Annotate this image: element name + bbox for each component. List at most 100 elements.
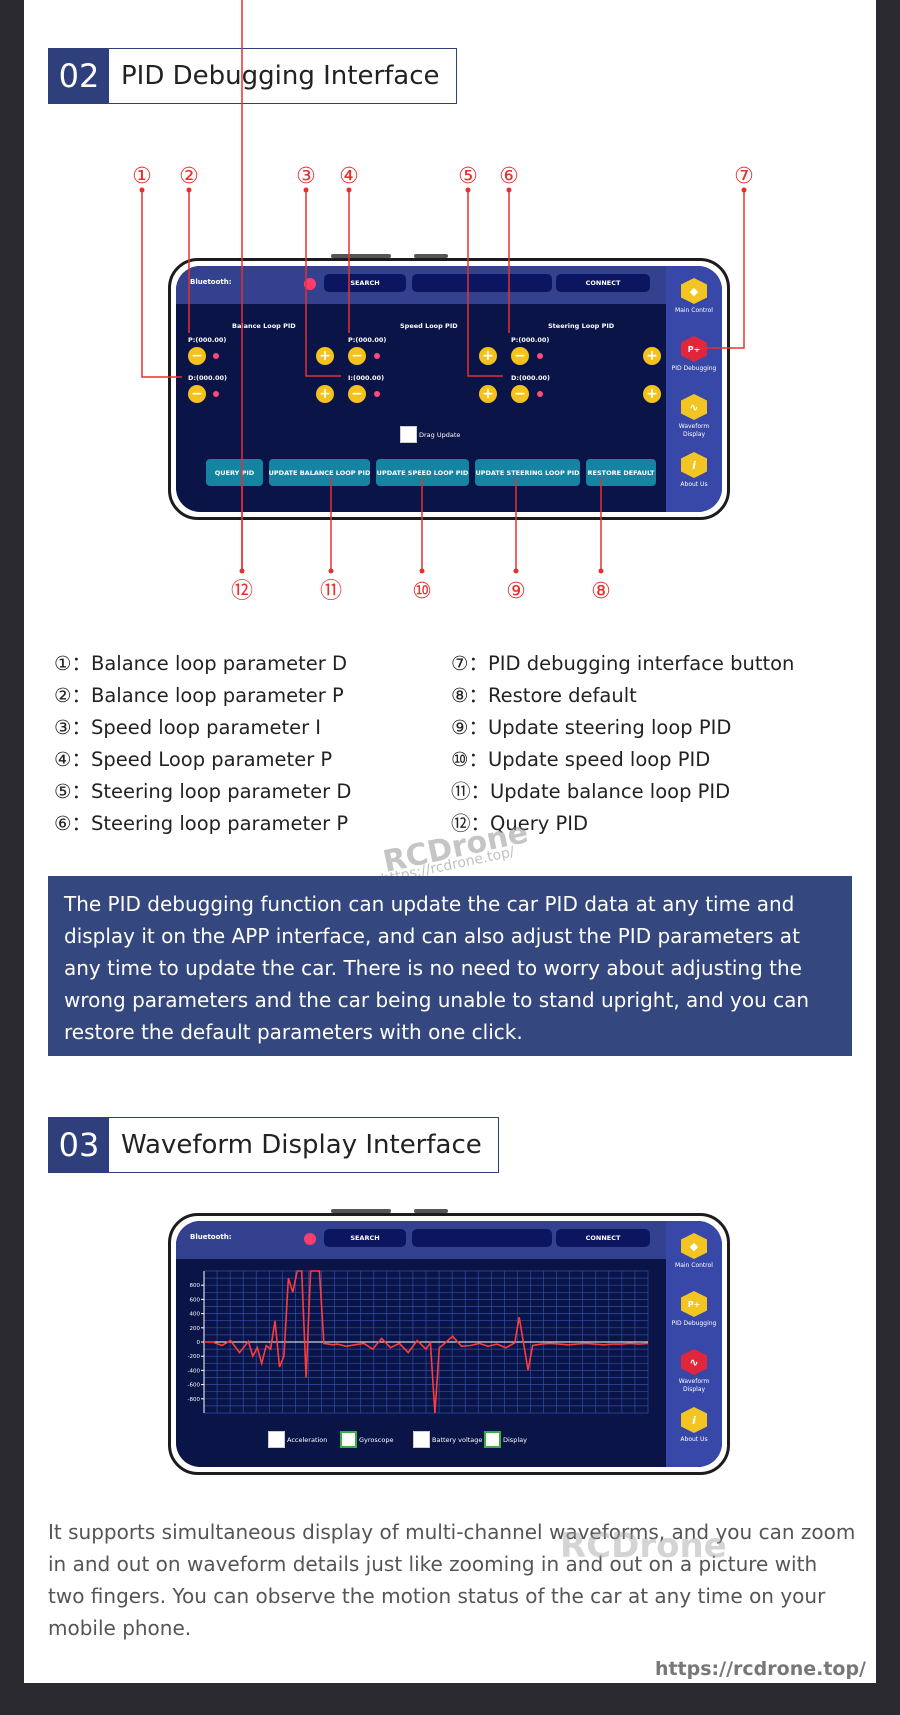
device-field[interactable] [412,1229,552,1247]
update-balance-pid-button[interactable]: UPDATE BALANCE LOOP PID [269,459,370,486]
balance-d-value: D:(000.00) [188,374,228,382]
steering-d-value: D:(000.00) [511,374,551,382]
drag-update-label: Drag Update [419,431,461,439]
y-tick-label: 400 [190,1312,201,1318]
steering-d-plus-button[interactable]: + [643,385,661,403]
legend-item: ⑦：PID debugging interface button [451,652,795,675]
waveform-icon: ∿ [681,1349,707,1375]
callout-9: ⑨ [506,579,526,604]
callout-10: ⑩ [412,579,432,604]
page: 02 PID Debugging Interface Bluetooth: SE… [24,0,876,1683]
section-title-pid: 02 PID Debugging Interface [48,48,457,104]
speed-p-plus-button[interactable]: + [479,347,497,365]
speed-p-slider-dot[interactable] [374,353,380,359]
balance-p-minus-button[interactable]: − [188,347,206,365]
connect-button[interactable]: CONNECT [556,1229,650,1247]
speed-p-value: P:(000.00) [348,336,387,344]
nav-about-us[interactable]: i About Us [666,1407,722,1444]
callout-1: ① [132,164,152,189]
speed-i-plus-button[interactable]: + [479,385,497,403]
legend-item: ⑫：Query PID [451,812,588,835]
pid-screen: Bluetooth: SEARCH CONNECT Balance Loop P… [176,266,722,512]
gyroscope-checkbox[interactable] [340,1431,357,1448]
bluetooth-status-dot [304,1233,316,1245]
acceleration-label: Acceleration [287,1436,328,1444]
section-title-waveform: 03 Waveform Display Interface [48,1117,499,1173]
bluetooth-label: Bluetooth: [190,1233,232,1241]
acceleration-checkbox[interactable] [268,1431,285,1448]
speed-i-slider-dot[interactable] [374,391,380,397]
gyroscope-label: Gyroscope [359,1436,394,1444]
speed-i-value: I:(000.00) [348,374,385,382]
legend-item: ④：Speed Loop parameter P [54,748,333,771]
section-heading: Waveform Display Interface [121,1130,482,1160]
steering-p-plus-button[interactable]: + [643,347,661,365]
search-button[interactable]: SEARCH [324,274,406,292]
balance-d-minus-button[interactable]: − [188,385,206,403]
pid-description: The PID debugging function can update th… [48,876,852,1056]
waveform-description: It supports simultaneous display of mult… [48,1520,856,1640]
y-tick-label: 600 [190,1297,201,1303]
callout-12: ⑫ [231,579,253,604]
steering-d-minus-button[interactable]: − [511,385,529,403]
update-speed-pid-button[interactable]: UPDATE SPEED LOOP PID [376,459,469,486]
nav-pid-debugging[interactable]: P+ PID Debugging [666,1291,722,1328]
legend-item: ⑪：Update balance loop PID [451,780,731,803]
steering-d-slider-dot[interactable] [537,391,543,397]
display-label: Display [503,1436,527,1444]
device-field[interactable] [412,274,552,292]
battery-voltage-checkbox[interactable] [413,1431,430,1448]
legend-item: ⑩：Update speed loop PID [451,748,711,771]
update-steering-pid-button[interactable]: UPDATE STEERING LOOP PID [475,459,580,486]
section-number: 02 [49,49,109,103]
app-topbar: Bluetooth: SEARCH CONNECT [176,1221,666,1259]
callout-11: ⑪ [320,579,342,604]
pid-icon: P+ [681,336,707,362]
drag-update-checkbox[interactable] [400,426,417,443]
callout-6: ⑥ [499,164,519,189]
query-pid-button[interactable]: QUERY PID [206,459,263,486]
site-url: https://rcdrone.top/ [654,1658,866,1680]
display-checkbox[interactable] [484,1431,501,1448]
legend-item: ①：Balance loop parameter D [54,652,347,675]
series-line-0 [204,1270,649,1414]
balance-d-plus-button[interactable]: + [316,385,334,403]
callout-4: ④ [339,164,359,189]
bluetooth-status-dot [304,278,316,290]
y-tick-label: -400 [188,1368,201,1374]
section-heading: PID Debugging Interface [121,61,440,91]
nav-pid-debugging[interactable]: P+ PID Debugging [666,336,722,373]
callout-8: ⑧ [591,579,611,604]
callout-3: ③ [296,164,316,189]
pid-icon: P+ [681,1291,707,1317]
balance-p-slider-dot[interactable] [213,353,219,359]
steering-p-minus-button[interactable]: − [511,347,529,365]
y-tick-label: 800 [190,1283,201,1289]
app-sidebar: ◆ Main Control P+ PID Debugging ∿ Wavefo… [666,1221,722,1467]
legend-item: ⑤：Steering loop parameter D [54,780,352,803]
balance-d-slider-dot[interactable] [213,391,219,397]
speed-i-minus-button[interactable]: − [348,385,366,403]
y-tick-label: -600 [188,1383,201,1389]
speed-loop-title: Speed Loop PID [400,322,458,330]
restore-default-button[interactable]: RESTORE DEFAULT [586,459,656,486]
nav-waveform-display[interactable]: ∿ Waveform Display [666,1349,722,1394]
nav-main-control[interactable]: ◆ Main Control [666,278,722,315]
app-topbar: Bluetooth: SEARCH CONNECT [176,266,666,304]
callout-5: ⑤ [458,164,478,189]
legend-left: ①：Balance loop parameter D ②：Balance loo… [54,648,351,840]
speed-p-minus-button[interactable]: − [348,347,366,365]
legend-item: ⑥：Steering loop parameter P [54,812,349,835]
nav-main-control[interactable]: ◆ Main Control [666,1233,722,1270]
legend-item: ③：Speed loop parameter I [54,716,322,739]
bluetooth-label: Bluetooth: [190,278,232,286]
nav-waveform-display[interactable]: ∿ Waveform Display [666,394,722,439]
search-button[interactable]: SEARCH [324,1229,406,1247]
balance-loop-title: Balance Loop PID [232,322,296,330]
connect-button[interactable]: CONNECT [556,274,650,292]
nav-about-us[interactable]: i About Us [666,452,722,489]
steering-p-slider-dot[interactable] [537,353,543,359]
balance-p-plus-button[interactable]: + [316,347,334,365]
